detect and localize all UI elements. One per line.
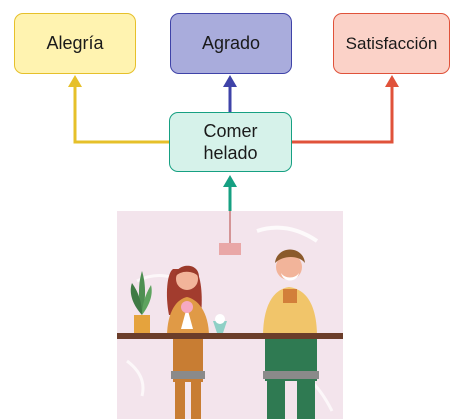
ice-cream-illustration (117, 211, 343, 419)
counter (117, 333, 343, 339)
arrowhead-satisfaccion (385, 75, 399, 87)
node-satisfaccion: Satisfacción (333, 13, 450, 74)
node-comer-helado: Comer helado (169, 112, 292, 172)
node-alegria: Alegría (14, 13, 136, 74)
ice-cream-cup-icon (213, 314, 227, 333)
node-agrado: Agrado (170, 13, 292, 74)
lamp-icon (219, 243, 241, 255)
arrowhead-agrado (223, 75, 237, 87)
edge-to-alegria (73, 86, 169, 144)
arrowhead-comer-helado (223, 175, 237, 187)
plant-icon (130, 271, 152, 333)
arrowhead-alegria (68, 75, 82, 87)
edge-to-satisfaccion (292, 86, 394, 144)
